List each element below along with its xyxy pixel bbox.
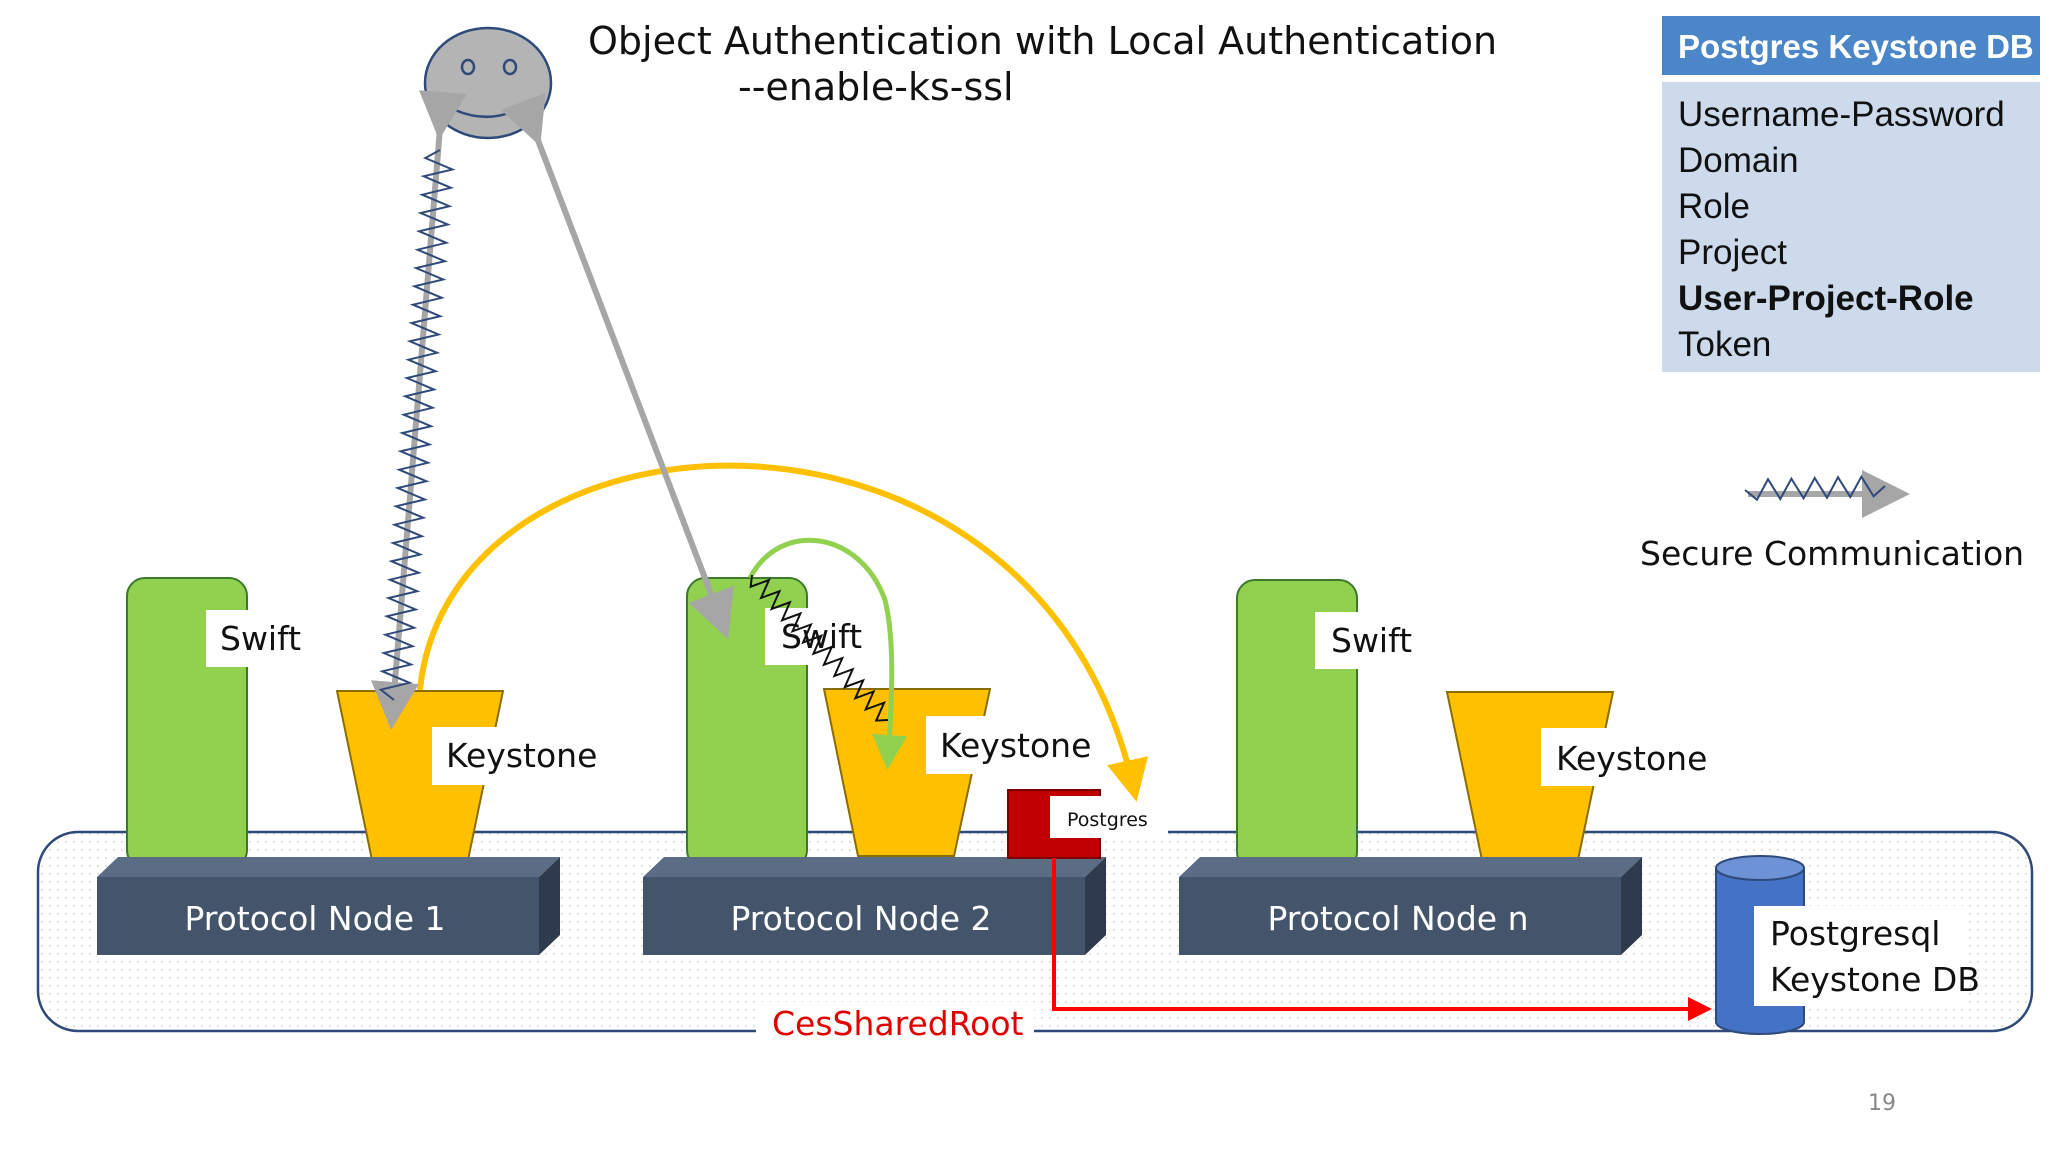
postgresql-db-label-line2: Keystone DB bbox=[1770, 960, 1980, 999]
user-to-swift-arrow bbox=[500, 92, 734, 640]
protocol-node-1: Protocol Node 1 Swift Keystone bbox=[97, 577, 597, 955]
diagram-title: Object Authentication with Local Authent… bbox=[588, 19, 1497, 63]
db-item-username-password: Username-Password bbox=[1678, 95, 2005, 134]
db-item-domain: Domain bbox=[1678, 141, 1799, 180]
swift-to-keystone-wave bbox=[749, 574, 889, 722]
secure-link-wave bbox=[378, 149, 456, 701]
ces-shared-root-label: CesSharedRoot bbox=[772, 1004, 1024, 1043]
postgres-to-db-arrow bbox=[1052, 858, 1712, 1021]
protocol-node-label: Protocol Node n bbox=[1267, 899, 1528, 938]
postgres-label: Postgres bbox=[1067, 809, 1148, 831]
page-number: 19 bbox=[1868, 1091, 1896, 1116]
protocol-node-label: Protocol Node 2 bbox=[730, 899, 991, 938]
user-smiley-icon bbox=[423, 26, 553, 140]
protocol-node-2: Protocol Node 2 Swift Keystone Postgres bbox=[643, 577, 1168, 955]
secure-legend-wave-icon bbox=[1744, 474, 1886, 502]
keystone-to-postgres-arc bbox=[417, 462, 1149, 802]
swift-label: Swift bbox=[220, 619, 301, 658]
postgresql-db-label-line1: Postgresql bbox=[1770, 914, 1940, 953]
secure-communication-label: Secure Communication bbox=[1640, 534, 2024, 573]
swift-label: Swift bbox=[1331, 621, 1412, 660]
postgresql-db-cylinder: Postgresql Keystone DB bbox=[1715, 855, 1980, 1035]
secure-communication-legend: Secure Communication bbox=[1640, 470, 2024, 573]
protocol-node-n: Protocol Node n Swift Keystone bbox=[1179, 579, 1707, 955]
keystone-label: Keystone bbox=[1556, 739, 1707, 778]
db-item-project: Project bbox=[1678, 233, 1787, 272]
db-item-user-project-role: User-Project-Role bbox=[1678, 279, 1974, 318]
db-panel-header: Postgres Keystone DB bbox=[1662, 16, 2040, 78]
swift-to-keystone-arc bbox=[747, 537, 908, 770]
db-item-role: Role bbox=[1678, 187, 1750, 226]
protocol-node-label: Protocol Node 1 bbox=[184, 899, 445, 938]
secure-link-shaft bbox=[370, 90, 467, 730]
postgres-keystone-db-panel: Postgres Keystone DB Username-Password D… bbox=[1662, 16, 2040, 372]
keystone-label: Keystone bbox=[940, 726, 1091, 765]
diagram-subtitle: --enable-ks-ssl bbox=[738, 65, 1014, 109]
keystone-label: Keystone bbox=[446, 736, 597, 775]
db-panel-body: Username-Password Domain Role Project Us… bbox=[1662, 82, 2040, 372]
db-item-token: Token bbox=[1678, 325, 1772, 364]
